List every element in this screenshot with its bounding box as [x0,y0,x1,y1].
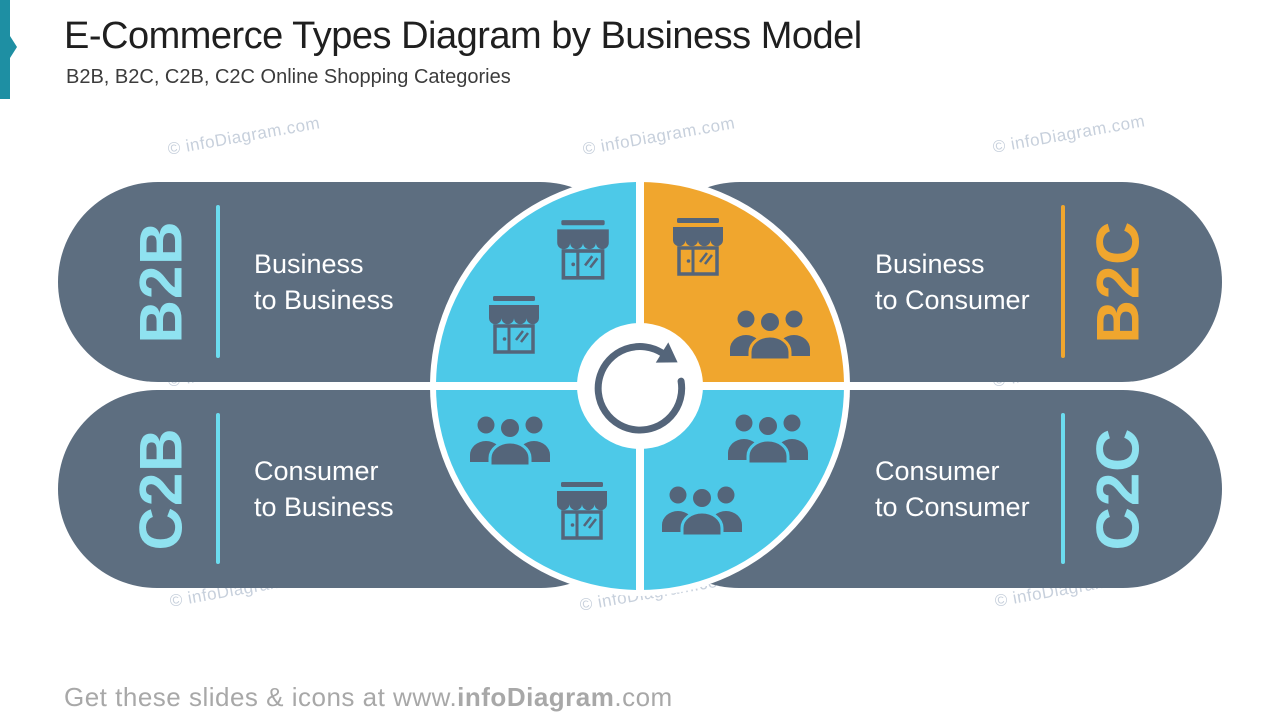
footer-credit: Get these slides & icons at www.infoDiag… [64,682,673,713]
footer-brand: infoDiagram [457,682,615,712]
people-group-icon [466,412,554,468]
b2b-tag: B2B [127,220,195,344]
c2b-divider-line [216,413,220,564]
store-icon [552,480,612,544]
b2c-tag: B2C [1084,220,1152,344]
accent-chevron-bar [0,0,17,99]
watermark: © infoDiagram.com [166,113,322,159]
watermark: © infoDiagram.com [991,111,1147,157]
footer-suffix: .com [614,682,673,712]
store-icon [552,218,614,284]
watermark: © infoDiagram.com [581,113,737,159]
c2c-tag: C2C [1084,427,1152,551]
store-icon [668,216,728,280]
people-group-icon [724,410,812,466]
c2c-label: Consumer to Consumer [875,456,1030,522]
center-hub [577,323,703,449]
store-icon [484,294,544,358]
b2c-divider-line [1061,205,1065,358]
b2b-label: Business to Business [254,249,394,315]
c2c-divider-line [1061,413,1065,564]
page-title: E-Commerce Types Diagram by Business Mod… [64,15,862,57]
b2b-divider-line [216,205,220,358]
people-group-icon [658,482,746,538]
c2b-label: Consumer to Business [254,456,394,522]
people-group-icon [726,306,814,362]
c2b-tag: C2B [127,427,195,551]
page-subtitle: B2B, B2C, C2B, C2C Online Shopping Categ… [66,66,511,88]
footer-prefix: Get these slides & icons at www. [64,682,458,712]
b2c-label: Business to Consumer [875,249,1030,315]
refresh-circular-arrow-icon [582,328,698,444]
